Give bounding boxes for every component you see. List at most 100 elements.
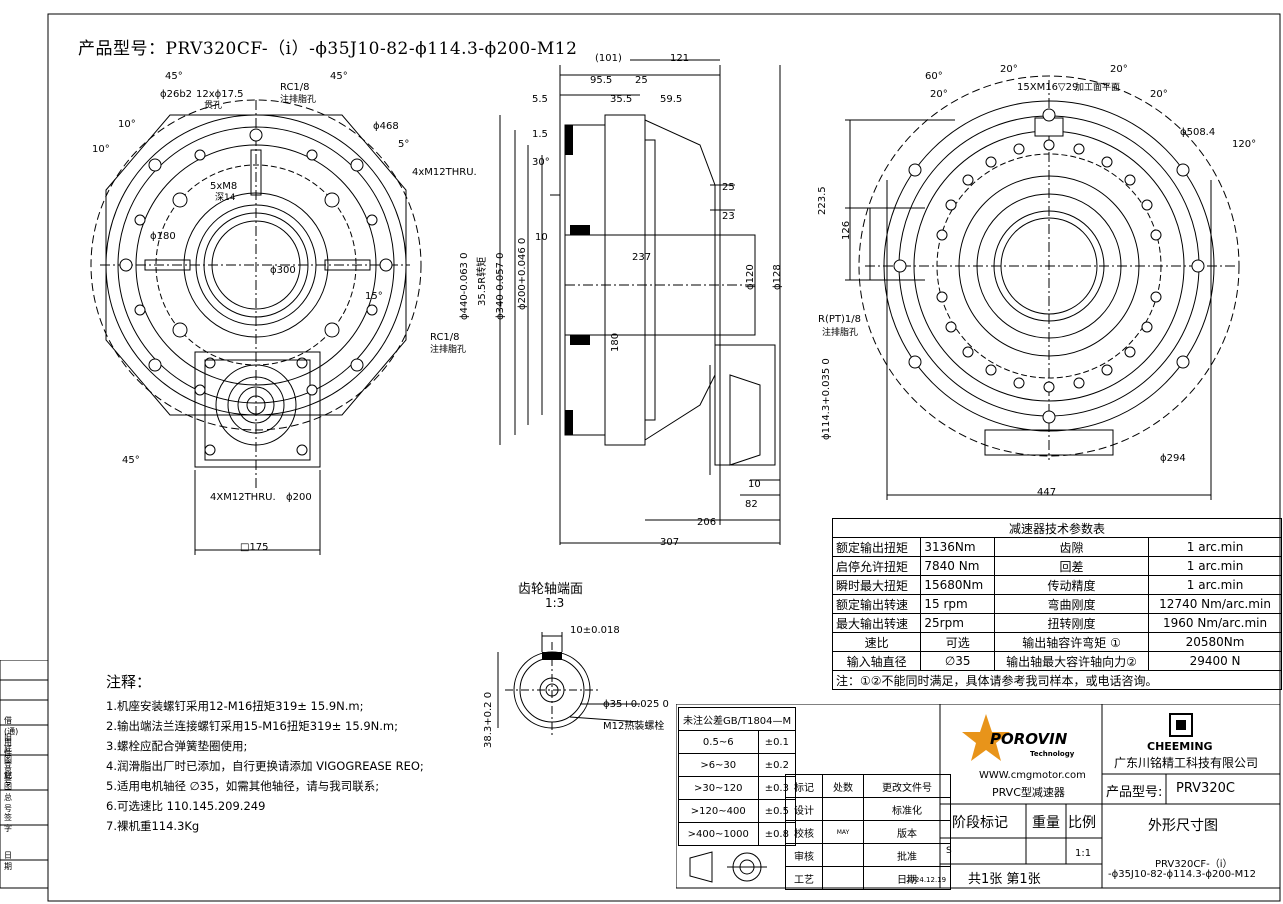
angle-label: 15°	[365, 291, 383, 302]
dim-label: 447	[1037, 487, 1057, 498]
company-name: 广东川铭精工科技有限公司	[1114, 756, 1259, 770]
cheeming-logo-icon	[1169, 713, 1193, 737]
dim-label: 23	[722, 211, 735, 222]
title-block-frame	[676, 704, 1281, 889]
angle-label: 20°	[930, 89, 948, 100]
rc-label: RC1/8	[430, 332, 460, 343]
dia-label: ϕ180	[150, 231, 176, 242]
thread-label: 15XM16▽29	[1017, 82, 1079, 93]
drawing-title: 产品型号：PRV320CF-（i）-ϕ35J10-82-ϕ114.3-ϕ200-…	[78, 39, 578, 59]
porovin-logo-icon	[962, 714, 1010, 761]
angle-label: 20°	[1110, 64, 1128, 75]
left-strip	[0, 660, 49, 889]
drawing-name: 外形尺寸图	[1148, 818, 1218, 834]
strip-label: 底 图 总 号	[4, 771, 12, 813]
note-item: 1.机座安装螺钉采用12-M16扭矩319± 15.9N.m;	[106, 699, 364, 713]
note-item: 2.输出端法兰连接螺钉采用15-M16扭矩319± 15.9N.m;	[106, 719, 398, 733]
product-type: PRVC型减速器	[992, 786, 1065, 799]
dim-label: 35.5R转矩	[477, 256, 488, 306]
rc-sublabel: 注排脂孔	[280, 95, 317, 105]
angle-label: 30°	[532, 157, 550, 168]
angle-label: 20°	[1150, 89, 1168, 100]
hole-sublabel: 贯孔	[204, 101, 223, 111]
strip-label: 日 期	[4, 851, 12, 871]
stage-label: 阶段标记	[952, 815, 1008, 831]
dia-label: ϕ200	[286, 492, 312, 503]
spec-note: 注：①②不能同时满足，具体请参考我司样本，或电话咨询。	[832, 670, 1282, 690]
dia-label: ϕ300	[270, 265, 296, 276]
spec-header: 减速器技术参数表	[832, 518, 1282, 538]
thread-label: 5xM8	[210, 181, 238, 192]
angle-label: 45°	[165, 71, 183, 82]
note-item: 5.适用电机轴径 ∅35，如需其他轴径，请与我司联系;	[106, 779, 380, 793]
dim-label: 10±0.018	[570, 625, 620, 636]
dim-label: ϕ120	[745, 264, 756, 290]
table-row: 0.5~6±0.1	[678, 730, 797, 754]
dim-label: 10	[748, 479, 761, 490]
model-value: PRV320C	[1176, 781, 1235, 796]
dim-label: 307	[660, 537, 680, 548]
dim-label: ϕ128	[772, 264, 783, 290]
table-row: 工艺日期	[785, 866, 951, 890]
strip-label: 借(通)用件登记	[4, 716, 19, 780]
dim-label: 82	[745, 499, 758, 510]
note-item: 6.可选速比 110.145.209.249	[106, 799, 266, 813]
rpt-sublabel: 注排脂孔	[822, 328, 859, 338]
table-row: 标记处数更改文件号	[785, 774, 951, 798]
dim-label: 223.5	[817, 186, 828, 215]
dim-label: 25	[635, 75, 648, 86]
dim-label: 1.5	[532, 129, 548, 140]
table-row: >6~30±0.2	[678, 753, 797, 777]
hole-label: 12xϕ17.5	[196, 89, 244, 100]
front-view	[90, 99, 422, 555]
model-label: 产品型号:	[1106, 785, 1163, 800]
side-view	[499, 59, 781, 545]
dim-label: 38.3+0.2 0	[483, 691, 494, 748]
company-logo-text: CHEEMING	[1147, 740, 1213, 753]
signoff-date: 2024.12.19	[906, 876, 947, 884]
stage-s: S	[946, 846, 952, 856]
dim-label: 59.5	[660, 94, 683, 105]
bolt-label: M12热装螺栓	[603, 721, 665, 732]
dim-label: 10	[535, 232, 548, 243]
dia-label: ϕ508.4	[1180, 127, 1216, 138]
note-item: 3.螺栓应配合弹簧垫圈使用;	[106, 739, 248, 753]
dim-label: ϕ35+0.025 0	[603, 699, 669, 710]
dim-label: 25	[722, 182, 735, 193]
strip-label: 旧底图总号	[4, 733, 12, 786]
dim-label: 5.5	[532, 94, 548, 105]
rpt-label: R(PT)1/8	[818, 314, 861, 325]
angle-label: 10°	[118, 119, 136, 130]
weight-label: 重量	[1032, 815, 1060, 831]
dim-label: 126	[841, 220, 852, 240]
dim-label: ϕ340-0.057 0	[495, 252, 506, 320]
hole-label: ϕ26b2	[160, 89, 193, 100]
dim-label: 121	[670, 53, 690, 64]
angle-label: 20°	[1000, 64, 1018, 75]
dia-label: ϕ468	[373, 121, 399, 132]
tolerance-header: 未注公差GB/T1804—M	[677, 707, 797, 731]
angle-label: 45°	[122, 455, 140, 466]
drawing-code-line2: -ϕ35J10-82-ϕ114.3-ϕ200-M12	[1108, 869, 1257, 880]
angle-label: 120°	[1232, 139, 1257, 150]
website: WWW.cmgmotor.com	[979, 770, 1086, 781]
ratio-label: 比例	[1068, 815, 1096, 831]
dim-label: 206	[697, 517, 717, 528]
logo-sub: Technology	[1030, 750, 1075, 758]
table-row: 设计标准化	[785, 797, 951, 821]
projection-symbol-icon	[689, 851, 767, 883]
notes: 注释： 1.机座安装螺钉采用12-M16扭矩319± 15.9N.m; 2.输出…	[106, 672, 424, 836]
thread-label: 4XM12THRU.	[210, 492, 276, 503]
dim-label: 95.5	[590, 75, 613, 86]
dim-label: 35.5	[610, 94, 633, 105]
notes-heading: 注释：	[106, 673, 152, 691]
